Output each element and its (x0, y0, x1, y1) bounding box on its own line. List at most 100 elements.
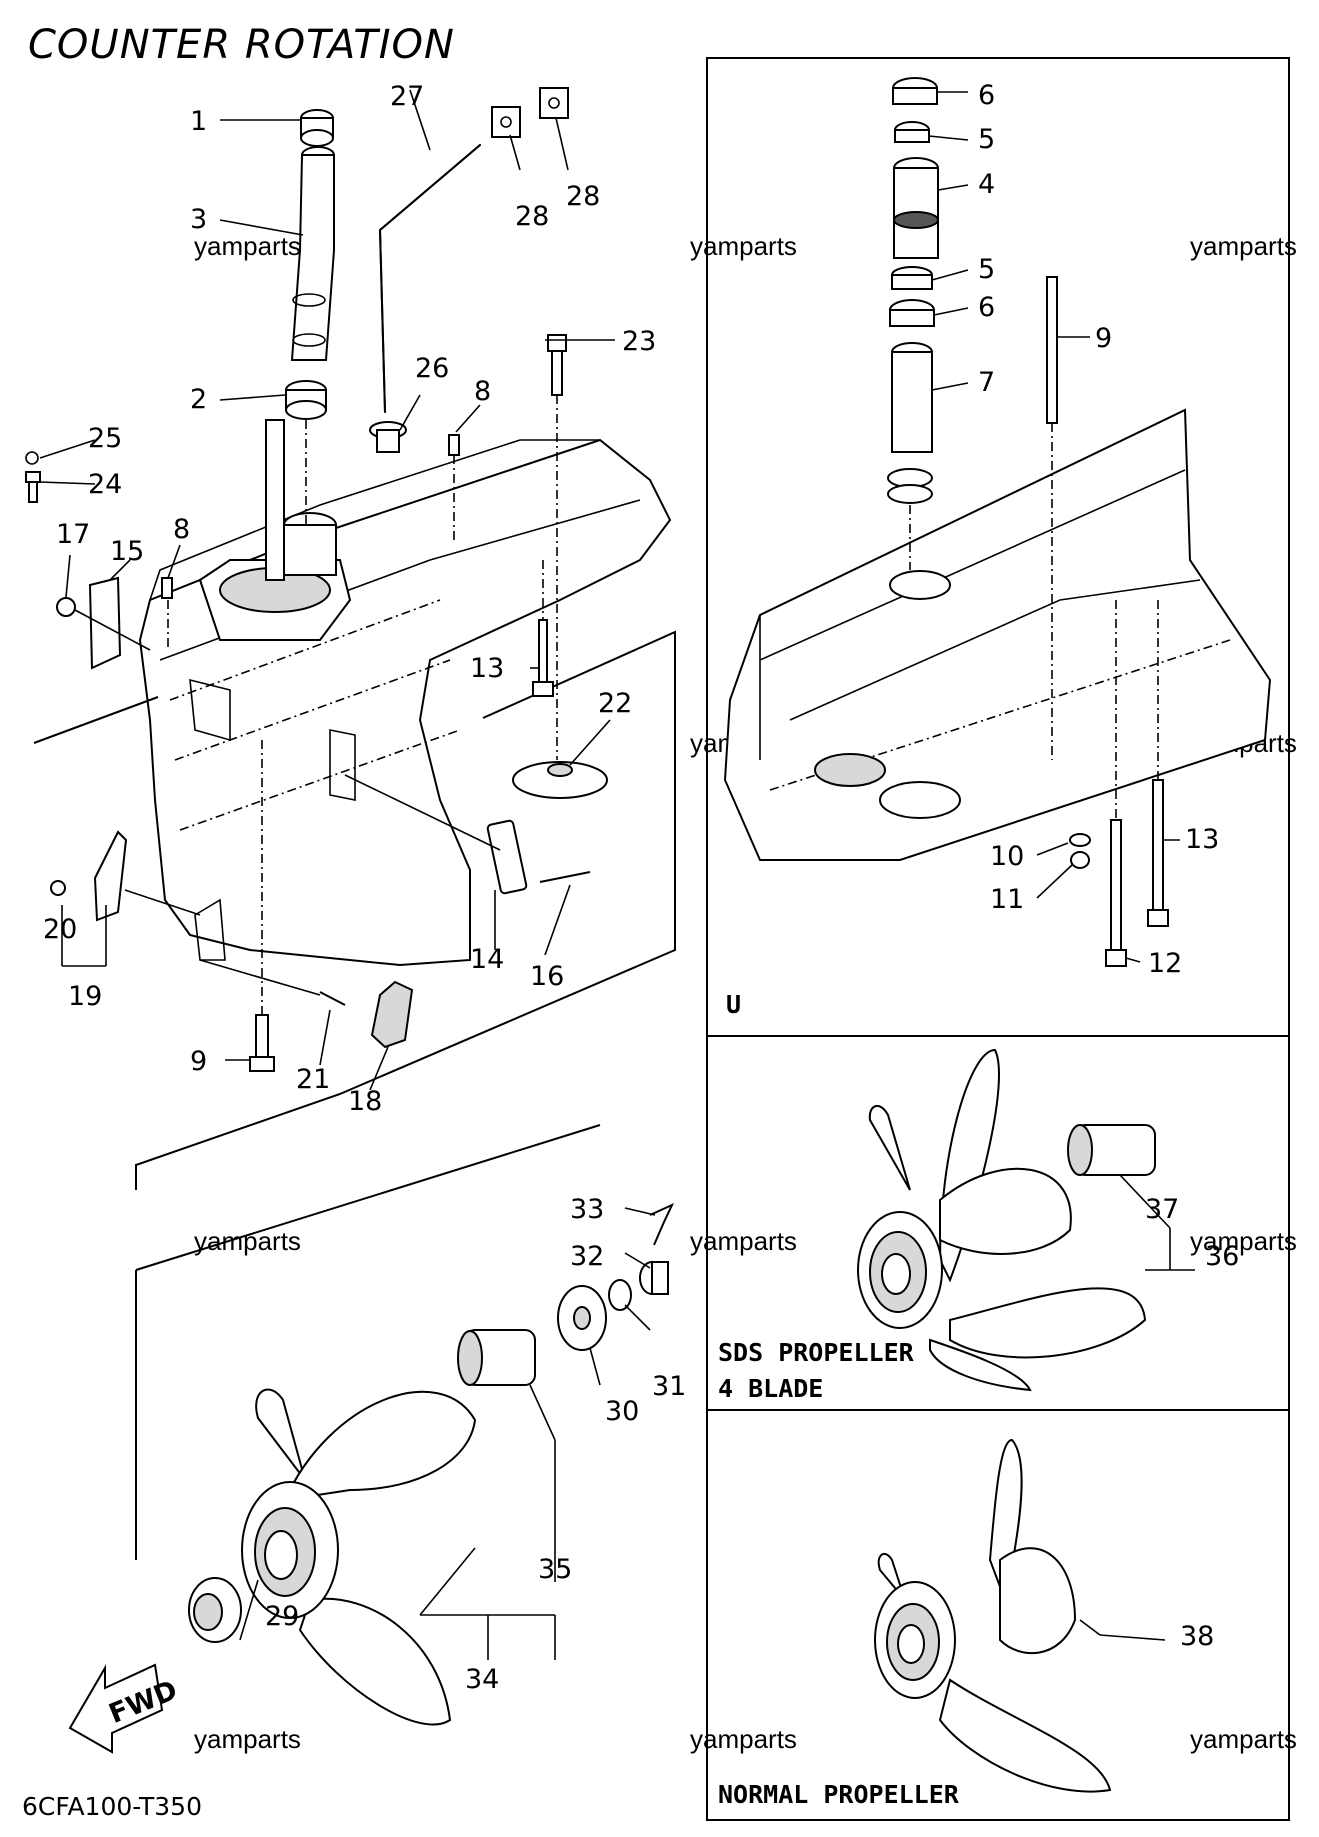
callout-6: 6 (978, 80, 995, 111)
sds-propeller (857, 1048, 1147, 1392)
part-11 (1070, 851, 1090, 869)
callout-33: 33 (570, 1194, 604, 1225)
part-24 (25, 471, 41, 503)
callout-12: 12 (1148, 948, 1182, 979)
watermark: yamparts (1190, 1226, 1297, 1256)
watermark: yamparts (690, 1226, 797, 1256)
part-17 (56, 597, 76, 617)
callout-4: 4 (978, 169, 995, 200)
callout-5: 5 (978, 254, 995, 285)
callout-25: 25 (88, 423, 122, 454)
normal-propeller (874, 1438, 1112, 1793)
part-8 (161, 577, 173, 599)
callout-22: 22 (598, 688, 632, 719)
callout-8: 8 (474, 376, 491, 407)
part-30 (557, 1285, 607, 1351)
callout-27: 27 (390, 81, 424, 112)
callout-16: 16 (530, 961, 564, 992)
part-19 (93, 830, 128, 922)
callout-10: 10 (990, 841, 1024, 872)
watermark: yamparts (690, 1724, 797, 1754)
part-6 (889, 299, 935, 327)
part-31 (608, 1279, 632, 1311)
callout-28: 28 (515, 201, 549, 232)
part-22 (512, 761, 608, 799)
part-26 (369, 421, 407, 453)
part-25 (25, 451, 39, 465)
callout-26: 26 (415, 353, 449, 384)
callout-14: 14 (470, 944, 504, 975)
callout-28: 28 (566, 181, 600, 212)
callout-9: 9 (190, 1046, 207, 1077)
part-21 (319, 991, 346, 1006)
part-5 (891, 266, 933, 290)
panel-label-u: U (726, 990, 741, 1019)
part-9 (249, 1014, 275, 1072)
part-3 (290, 146, 335, 361)
watermark: yamparts (194, 1226, 301, 1256)
part-6 (892, 77, 938, 105)
callout-23: 23 (622, 326, 656, 357)
part-16 (539, 871, 591, 883)
part-28 (491, 87, 569, 138)
part-10 (1069, 833, 1091, 847)
part-33 (649, 1202, 675, 1246)
part-7 (891, 342, 933, 453)
part-18 (370, 980, 414, 1049)
watermark: yamparts (194, 1724, 301, 1754)
part-2 (285, 380, 327, 420)
watermark: yamparts (194, 231, 301, 261)
part-13 (532, 619, 554, 697)
part-37 (1067, 1124, 1156, 1176)
part-20 (50, 880, 66, 896)
panel-label-4-blade: 4 BLADE (718, 1374, 823, 1403)
callout-2: 2 (190, 384, 207, 415)
fwd-arrow: FWD (68, 1663, 182, 1754)
watermark: yamparts (1190, 1724, 1297, 1754)
upper-case-drawing (723, 408, 1272, 861)
part-23 (547, 334, 567, 396)
callout-36: 36 (1205, 1241, 1239, 1272)
callout-31: 31 (652, 1371, 686, 1402)
leader-lines (39, 89, 1195, 1660)
callout-15: 15 (110, 536, 144, 567)
lower-case-drawing (33, 419, 676, 1190)
callout-8: 8 (173, 514, 190, 545)
part-35 (457, 1329, 536, 1386)
right-panels (706, 57, 1290, 1821)
part-9 (1046, 276, 1058, 424)
part-4 (893, 157, 939, 259)
watermark: yamparts (1190, 231, 1297, 261)
panel-label-normal-propeller: NORMAL PROPELLER (718, 1780, 960, 1809)
callout-20: 20 (43, 914, 77, 945)
callout-30: 30 (605, 1396, 639, 1427)
callouts: 1 2 3 8 8 9 9 10 11 12 13 13 14 15 16 17… (43, 80, 1239, 1695)
part-13 (1147, 779, 1169, 927)
callout-32: 32 (570, 1241, 604, 1272)
callout-3: 3 (190, 204, 207, 235)
callout-38: 38 (1180, 1621, 1214, 1652)
callout-6: 6 (978, 292, 995, 323)
part-29 (188, 1577, 242, 1643)
part-1 (300, 109, 334, 147)
callout-1: 1 (190, 106, 207, 137)
part-15 (88, 576, 122, 670)
callout-29: 29 (265, 1601, 299, 1632)
callout-34: 34 (465, 1664, 499, 1695)
callout-5: 5 (978, 124, 995, 155)
propeller-left (241, 1388, 477, 1726)
diagram-title: COUNTER ROTATION (28, 22, 455, 68)
callout-19: 19 (68, 981, 102, 1012)
part-12 (1105, 819, 1127, 967)
callout-13: 13 (1185, 824, 1219, 855)
watermark: yamparts (690, 231, 797, 261)
callout-21: 21 (296, 1064, 330, 1095)
callout-18: 18 (348, 1086, 382, 1117)
part-8 (448, 434, 460, 456)
part-5 (894, 121, 930, 143)
part-14 (486, 819, 528, 895)
callout-9: 9 (1095, 323, 1112, 354)
callout-13: 13 (470, 653, 504, 684)
panel-label-sds: SDS PROPELLER (718, 1338, 915, 1367)
